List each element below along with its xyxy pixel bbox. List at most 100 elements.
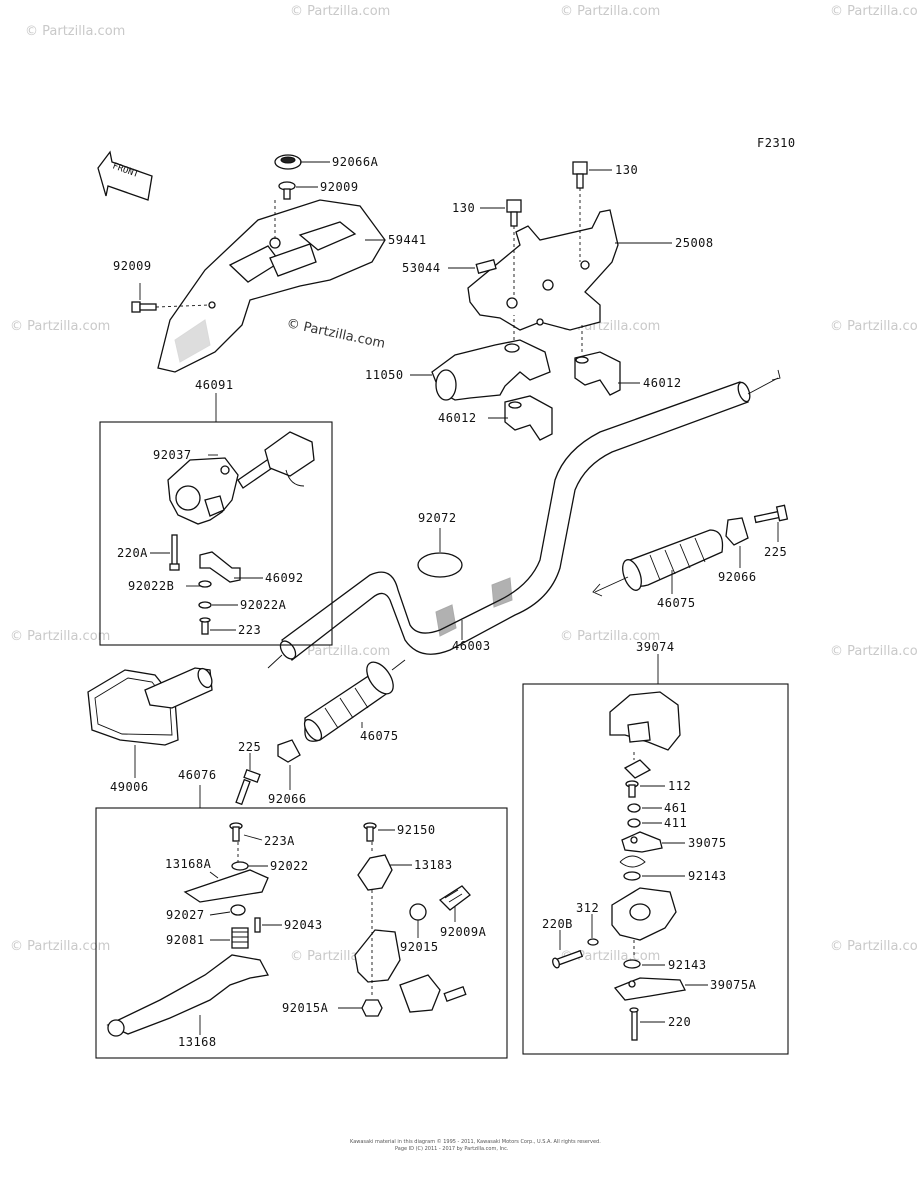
part-number-39074[interactable]: 39074: [636, 640, 675, 654]
part-number-92009A[interactable]: 92009A: [440, 925, 487, 939]
part-number-92027[interactable]: 92027: [166, 908, 205, 922]
part-number-53044[interactable]: 53044: [402, 261, 441, 275]
clamp-46012-b-part[interactable]: [504, 395, 553, 441]
part-number-46012[interactable]: 46012: [438, 411, 477, 425]
part-number-92072[interactable]: 92072: [418, 511, 457, 525]
washer-92022-part[interactable]: [231, 861, 249, 871]
part-number-92143[interactable]: 92143: [668, 958, 707, 972]
bolt-130-a-part[interactable]: [506, 199, 522, 227]
screw-220B-part[interactable]: [551, 949, 584, 969]
washer-411-part[interactable]: [627, 818, 641, 828]
part-number-92066A[interactable]: 92066A: [332, 155, 379, 169]
part-number-92066[interactable]: 92066: [268, 792, 307, 806]
part-number-13168A[interactable]: 13168A: [165, 857, 212, 871]
part-number-225[interactable]: 225: [238, 740, 261, 754]
part-number-223A[interactable]: 223A: [264, 834, 295, 848]
part-number-92037[interactable]: 92037: [153, 448, 192, 462]
switch-92015-part[interactable]: [354, 903, 427, 983]
part-number-130[interactable]: 130: [452, 201, 475, 215]
switch-92009A-part[interactable]: [438, 885, 471, 911]
guard-49006-part[interactable]: [87, 666, 215, 746]
part-number-46076[interactable]: 46076: [178, 768, 217, 782]
lever-46092-part[interactable]: [199, 551, 241, 583]
part-number-46075[interactable]: 46075: [360, 729, 399, 743]
clamp-46012-a-part[interactable]: [574, 351, 621, 396]
part-number-225[interactable]: 225: [764, 545, 787, 559]
holder-11050-part[interactable]: [431, 339, 551, 401]
part-number-92143[interactable]: 92143: [688, 869, 727, 883]
part-number-11050[interactable]: 11050: [365, 368, 404, 382]
screw-225-left-part[interactable]: [235, 769, 261, 806]
throttle-housing-part[interactable]: [611, 887, 677, 941]
grip-46075-left-part[interactable]: [301, 658, 398, 744]
part-number-92022A[interactable]: 92022A: [240, 598, 287, 612]
part-number-46075[interactable]: 46075: [657, 596, 696, 610]
bolt-130-b-part[interactable]: [572, 161, 588, 189]
screw-92009-left-part[interactable]: [131, 301, 157, 313]
part-number-13183[interactable]: 13183: [414, 858, 453, 872]
part-number-49006[interactable]: 49006: [110, 780, 149, 794]
nut-92027-part[interactable]: [230, 904, 246, 916]
part-number-223[interactable]: 223: [238, 623, 261, 637]
throttle-cover-part[interactable]: [609, 691, 681, 751]
part-number-411[interactable]: 411: [664, 816, 687, 830]
screw-225-right-part[interactable]: [753, 504, 789, 524]
part-number-92066[interactable]: 92066: [718, 570, 757, 584]
part-number-92009[interactable]: 92009: [113, 259, 152, 273]
plate-39075-part[interactable]: [621, 831, 663, 853]
washer-92022A-part[interactable]: [198, 601, 212, 609]
spring-part[interactable]: [619, 855, 646, 868]
screw-112-part[interactable]: [625, 780, 639, 798]
endcap-92066-right-part[interactable]: [725, 517, 749, 546]
part-number-130[interactable]: 130: [615, 163, 638, 177]
part-number-39075A[interactable]: 39075A: [710, 978, 757, 992]
part-number-92081[interactable]: 92081: [166, 933, 205, 947]
part-number-46003[interactable]: 46003: [452, 639, 491, 653]
nut-92015A-part[interactable]: [361, 999, 383, 1017]
part-number-92022[interactable]: 92022: [270, 859, 309, 873]
endcap-92066-left-part[interactable]: [277, 739, 301, 763]
part-number-92022B[interactable]: 92022B: [128, 579, 174, 593]
handlebar-46003-part[interactable]: [277, 381, 752, 662]
screw-92009-top-part[interactable]: [278, 181, 296, 200]
part-number-59441[interactable]: 59441: [388, 233, 427, 247]
part-number-25008[interactable]: 25008: [675, 236, 714, 250]
grip-46075-right-part[interactable]: [619, 529, 724, 593]
lever-39075A-part[interactable]: [613, 977, 686, 1001]
switch-housing-part[interactable]: [167, 457, 239, 525]
handlebar-cover-part[interactable]: [157, 199, 386, 373]
screw-220A-part[interactable]: [169, 534, 180, 571]
part-number-46091[interactable]: 46091: [195, 378, 234, 392]
spring-92081-part[interactable]: [231, 927, 249, 949]
part-number-46012[interactable]: 46012: [643, 376, 682, 390]
part-number-112[interactable]: 112: [668, 779, 691, 793]
screw-220-part[interactable]: [629, 1007, 639, 1041]
part-number-92015A[interactable]: 92015A: [282, 1001, 329, 1015]
washer-92143-b-part[interactable]: [623, 959, 641, 969]
part-number-312[interactable]: 312: [576, 901, 599, 915]
part-number-220[interactable]: 220: [668, 1015, 691, 1029]
part-number-92043[interactable]: 92043: [284, 918, 323, 932]
part-number-220B[interactable]: 220B: [542, 917, 573, 931]
washer-92022B-part[interactable]: [198, 580, 212, 588]
bracket-13183-part[interactable]: [357, 854, 393, 891]
part-number-46092[interactable]: 46092: [265, 571, 304, 585]
lever-13168-part[interactable]: [106, 954, 269, 1037]
switch-body-part[interactable]: [399, 974, 467, 1013]
screw-223-part[interactable]: [199, 617, 211, 635]
part-number-39075[interactable]: 39075: [688, 836, 727, 850]
washer-461-part[interactable]: [627, 803, 641, 813]
washer-92143-a-part[interactable]: [623, 871, 641, 881]
part-number-13168[interactable]: 13168: [178, 1035, 217, 1049]
washer-312-part[interactable]: [587, 938, 599, 946]
cap-92066A-part[interactable]: [274, 154, 302, 170]
screw-223A-part[interactable]: [229, 822, 243, 842]
part-number-461[interactable]: 461: [664, 801, 687, 815]
band-92072-part[interactable]: [417, 552, 463, 578]
part-number-92150[interactable]: 92150: [397, 823, 436, 837]
part-number-92015[interactable]: 92015: [400, 940, 439, 954]
connector-part[interactable]: [237, 431, 315, 489]
part-number-92009[interactable]: 92009: [320, 180, 359, 194]
pin-92043-part[interactable]: [254, 917, 261, 933]
part-number-220A[interactable]: 220A: [117, 546, 148, 560]
